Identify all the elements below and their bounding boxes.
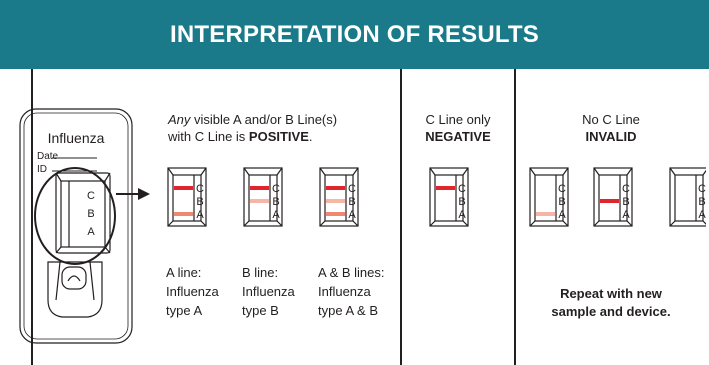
- strip-positive-ab: CBA: [319, 167, 359, 227]
- positive-line2-suffix: .: [308, 129, 313, 144]
- header-title: INTERPRETATION OF RESULTS: [170, 21, 539, 48]
- result-line-a: [536, 212, 555, 216]
- strip-label-a: A: [622, 209, 630, 221]
- strip-inner: [434, 174, 464, 222]
- result-line-b: [326, 199, 345, 203]
- strip-positive-b: CBA: [243, 167, 283, 227]
- strip-frame: [243, 167, 283, 227]
- device-strip-b: B: [87, 208, 94, 220]
- invalid-header: No C Line INVALID: [516, 111, 706, 145]
- invalid-instruction-line2: sample and device.: [551, 304, 671, 319]
- caption-type-a: A line: Influenza type A: [166, 263, 236, 320]
- sample-well: [61, 266, 87, 290]
- strip-label-b: B: [458, 196, 465, 208]
- device-strip-c: C: [87, 190, 95, 202]
- strip-label-a: A: [698, 209, 706, 221]
- arrow-icon: [116, 188, 150, 200]
- strip-invalid-2: CBA: [593, 167, 633, 227]
- device-strip-a: A: [87, 226, 95, 238]
- caption-a-line2: Influenza: [166, 284, 219, 299]
- device-label: Influenza: [48, 130, 105, 146]
- strip-label-b: B: [622, 196, 629, 208]
- strip-inner: [172, 174, 202, 222]
- strip-label-b: B: [348, 196, 355, 208]
- strip-label-b: B: [196, 196, 203, 208]
- positive-line2-text: with C Line is: [168, 129, 249, 144]
- positive-any-text: Any: [168, 112, 191, 127]
- strip-label-a: A: [348, 209, 356, 221]
- divider-left: [31, 69, 33, 365]
- result-line-c: [436, 186, 455, 190]
- invalid-result: INVALID: [585, 129, 637, 144]
- strip-frame: [429, 167, 469, 227]
- strip-label-c: C: [698, 183, 706, 195]
- negative-title: C Line only: [425, 112, 491, 127]
- strip-label-b: B: [698, 196, 705, 208]
- strip-label-a: A: [272, 209, 280, 221]
- strip-inner: [674, 174, 704, 222]
- strip-label-c: C: [196, 183, 204, 195]
- strip-inner: [324, 174, 354, 222]
- positive-header: Any visible A and/or B Line(s) with C Li…: [168, 111, 388, 145]
- invalid-instruction-line1: Repeat with new: [560, 286, 662, 301]
- result-line-c: [174, 186, 193, 190]
- strip-inner: [598, 174, 628, 222]
- caption-b-line3: type B: [242, 303, 279, 318]
- invalid-title: No C Line: [582, 112, 640, 127]
- strip-frame: [319, 167, 359, 227]
- strip-label-c: C: [348, 183, 356, 195]
- strip-label-b: B: [272, 196, 279, 208]
- negative-result: NEGATIVE: [425, 129, 491, 144]
- caption-ab-line1: A & B lines:: [318, 265, 385, 280]
- result-line-c: [326, 186, 345, 190]
- strip-frame: [593, 167, 633, 227]
- divider-right: [514, 69, 516, 365]
- caption-a-line3: type A: [166, 303, 203, 318]
- strip-label-a: A: [196, 209, 204, 221]
- caption-a-line1: A line:: [166, 265, 202, 280]
- caption-ab-line3: type A & B: [318, 303, 378, 318]
- result-line-a: [174, 212, 193, 216]
- result-line-b: [250, 199, 269, 203]
- strip-frame: [669, 167, 706, 227]
- positive-label: POSITIVE: [248, 129, 309, 144]
- caption-b-line2: Influenza: [242, 284, 295, 299]
- test-device: [19, 108, 133, 344]
- caption-ab-line2: Influenza: [318, 284, 371, 299]
- positive-line1-text: visible A and/or B Line(s): [190, 112, 338, 127]
- caption-b-line1: B line:: [242, 265, 279, 280]
- device-date-label: Date: [37, 151, 59, 162]
- device-window: [55, 172, 111, 254]
- magnify-circle: [34, 167, 116, 265]
- strip-inner: [248, 174, 278, 222]
- invalid-instruction: Repeat with new sample and device.: [516, 285, 706, 321]
- device-id-label: ID: [37, 164, 47, 175]
- strip-label-a: A: [558, 209, 566, 221]
- strip-invalid-3: CBA: [669, 167, 706, 227]
- negative-header: C Line only NEGATIVE: [402, 111, 514, 145]
- caption-type-b: B line: Influenza type B: [242, 263, 312, 320]
- result-line-b: [600, 199, 619, 203]
- strip-label-a: A: [458, 209, 466, 221]
- strip-label-c: C: [558, 183, 566, 195]
- strip-negative: CBA: [429, 167, 469, 227]
- caption-type-ab: A & B lines: Influenza type A & B: [318, 263, 400, 320]
- header-bar: INTERPRETATION OF RESULTS: [0, 0, 709, 69]
- strip-label-c: C: [622, 183, 630, 195]
- strip-label-b: B: [558, 196, 565, 208]
- strip-invalid-1: CBA: [529, 167, 569, 227]
- divider-middle: [400, 69, 402, 365]
- strip-inner: [534, 174, 564, 222]
- strip-label-c: C: [458, 183, 466, 195]
- strip-frame: [167, 167, 207, 227]
- strip-positive-a: CBA: [167, 167, 207, 227]
- result-line-c: [250, 186, 269, 190]
- strip-frame: [529, 167, 569, 227]
- strip-label-c: C: [272, 183, 280, 195]
- result-line-a: [326, 212, 345, 216]
